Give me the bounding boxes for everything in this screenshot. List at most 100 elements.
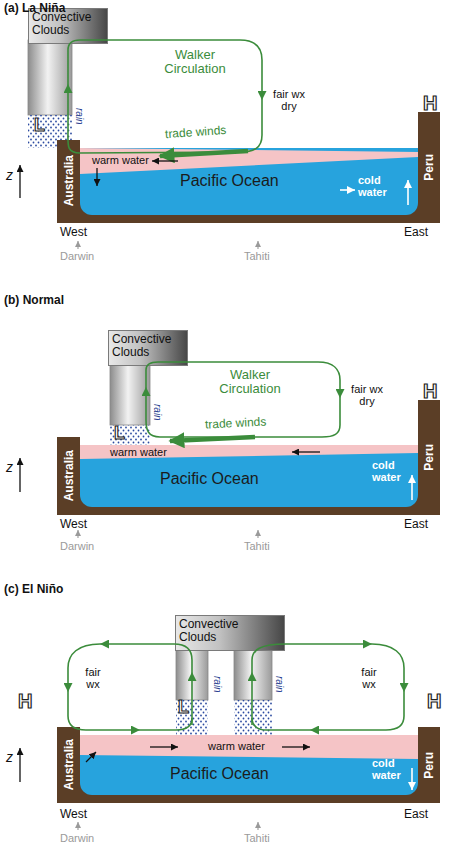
wind-label: trade winds (205, 415, 267, 431)
circulation-arrow (252, 644, 372, 672)
panel-title: (b) Normal (4, 294, 64, 307)
current-arrow (96, 168, 97, 186)
node-text: Australia (62, 155, 76, 206)
rain-label: rain (274, 676, 285, 693)
station-label: Tahiti (244, 250, 270, 262)
circulation-arrow (160, 398, 340, 437)
node-text: cold water (372, 757, 408, 781)
axis-label: z (6, 168, 13, 183)
current-arrow (150, 746, 178, 747)
node-text: Pacific Ocean (170, 765, 269, 783)
low-pressure-symbol: L (178, 698, 189, 718)
current-arrow (86, 752, 96, 762)
current-arrow (282, 746, 310, 747)
node-text: warm water (208, 740, 265, 752)
node-text: Pacific Ocean (180, 172, 279, 190)
circulation-label: Walker Circulation (150, 48, 240, 77)
ocean-basin: Pacific Ocean cold water warm water (80, 148, 418, 215)
circulation-arrow (100, 644, 192, 672)
warm-water-layer: warm water (80, 735, 418, 759)
node-text: Convective Clouds (179, 618, 243, 644)
low-pressure-symbol: L (114, 424, 125, 444)
node-text: Australia (62, 739, 76, 790)
circulation-arrow (80, 100, 262, 153)
direction-label: West (60, 226, 87, 239)
upwelling-arrow (407, 180, 409, 205)
direction-label: West (60, 808, 87, 821)
station-label: Darwin (60, 250, 94, 262)
direction-label: East (404, 808, 428, 821)
axis-arrow (19, 458, 20, 492)
node-text: warm water (92, 154, 149, 166)
node-text: cold water (358, 174, 394, 198)
land-mass: Australia (57, 437, 80, 515)
station-arrow (77, 241, 78, 249)
node-text: Peru (422, 154, 436, 181)
station-label: Tahiti (244, 832, 270, 844)
downwelling-arrow (411, 768, 413, 790)
wind-label: trade winds (165, 124, 227, 141)
land-mass: Australia (57, 140, 80, 222)
circulation-arrow (68, 692, 140, 730)
node-text: Pacific Ocean (160, 470, 259, 488)
node-text: warm water (110, 446, 167, 458)
node-text: Convective Clouds (112, 333, 176, 359)
land-mass: Peru (418, 112, 440, 222)
circulation-arrow (252, 718, 310, 730)
direction-label: East (404, 226, 428, 239)
station-arrow (257, 822, 258, 830)
circulation-arrow (251, 672, 253, 725)
station-label: Tahiti (244, 540, 270, 552)
circulation-arrow (140, 718, 192, 730)
cloud-box: Convective Clouds (175, 615, 285, 651)
warm-water-shape (80, 445, 418, 459)
direction-label: East (404, 518, 428, 531)
direction-label: West (60, 518, 87, 531)
rain-label: rain (74, 108, 85, 125)
warm-water-shape (80, 735, 418, 759)
node-text: cold water (372, 459, 408, 483)
station-arrow (77, 822, 78, 830)
station-label: Darwin (60, 832, 94, 844)
node-text: Peru (422, 752, 436, 779)
weather-label: fair wx dry (268, 88, 310, 112)
ocean-basin: Pacific Ocean cold water warm water (80, 445, 418, 507)
high-pressure-symbol: H (18, 690, 32, 712)
circulation-arrow (146, 362, 340, 398)
ocean-basin: Pacific Ocean cold water warm water (80, 735, 418, 795)
node-text: Australia (62, 450, 76, 501)
rain-dots (110, 425, 150, 445)
rain-label: rain (152, 404, 163, 421)
panel-title: (a) La Niña (4, 2, 65, 15)
current-arrow (292, 451, 320, 452)
upwelling-arrow (411, 475, 413, 500)
low-pressure-symbol: L (34, 116, 45, 136)
circulation-arrow (191, 672, 193, 725)
rain-dots (234, 700, 272, 735)
high-pressure-symbol: H (423, 92, 437, 114)
high-pressure-symbol: H (427, 690, 441, 712)
trade-wind-arrow (170, 437, 255, 441)
circulation-arrow (372, 644, 404, 692)
warm-water-layer: warm water (80, 148, 418, 174)
node-text: Peru (422, 444, 436, 471)
circulation-arrow (310, 692, 404, 730)
weather-label: fair wx (356, 666, 382, 690)
weather-label: fair wx (80, 666, 106, 690)
axis-arrow (19, 165, 20, 198)
cloud-column (234, 647, 272, 700)
current-arrow (152, 160, 178, 161)
high-pressure-symbol: H (423, 380, 437, 402)
station-label: Darwin (60, 540, 94, 552)
station-arrow (257, 241, 258, 249)
trade-wind-arrow (160, 151, 248, 156)
land-mass: Peru (418, 400, 440, 515)
station-arrow (77, 530, 78, 538)
warm-water-layer: warm water (80, 445, 418, 459)
warm-water-shape (80, 148, 418, 174)
land-mass: Australia (57, 727, 80, 803)
cloud-column (28, 40, 72, 115)
